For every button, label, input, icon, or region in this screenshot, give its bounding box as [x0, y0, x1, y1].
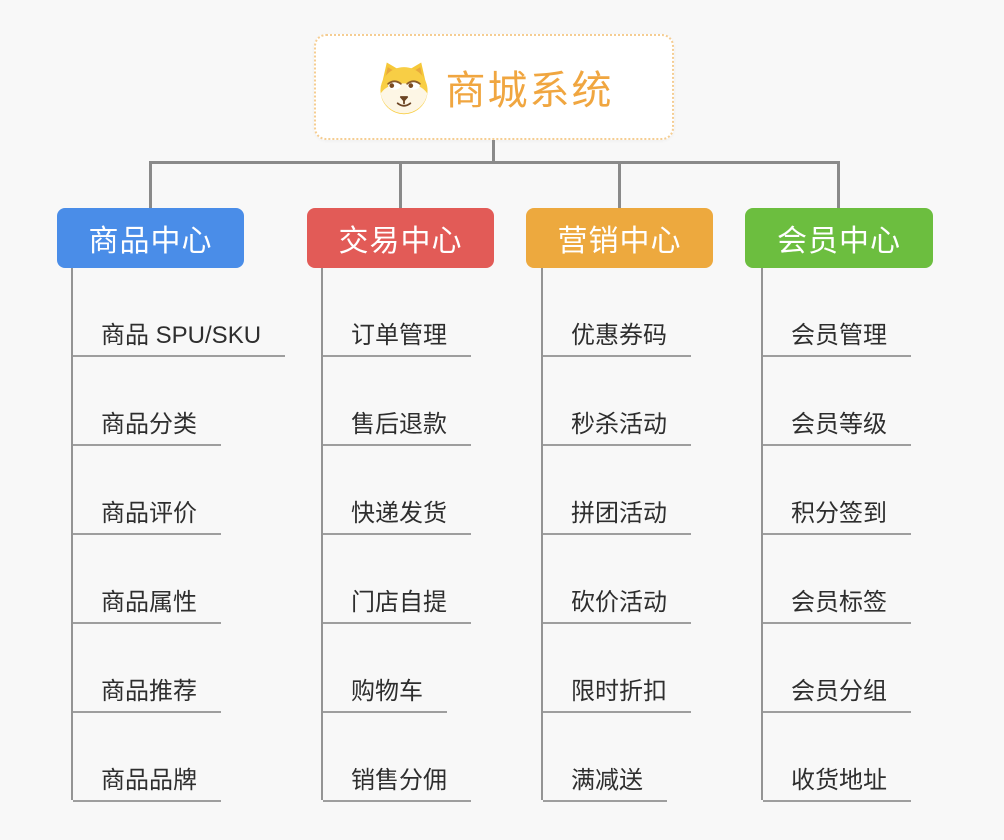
leaf-item[interactable]: 商品推荐: [73, 677, 221, 713]
branch-label: 商品中心: [88, 225, 213, 258]
leaf-item[interactable]: 砍价活动: [543, 588, 691, 624]
leaf-item[interactable]: 优惠券码: [543, 321, 691, 357]
dog-face-icon: [375, 58, 433, 116]
leaf-item[interactable]: 商品品牌: [73, 766, 221, 802]
leaf-item[interactable]: 订单管理: [323, 321, 471, 357]
leaf-item[interactable]: 商品属性: [73, 588, 221, 624]
leaf-item[interactable]: 购物车: [323, 677, 447, 713]
connector-horizontal: [149, 161, 840, 164]
connector-drop-trade: [399, 161, 402, 208]
leaf-item[interactable]: 商品 SPU/SKU: [73, 321, 286, 357]
root-title: 商城系统: [445, 69, 614, 113]
leaf-item[interactable]: 销售分佣: [323, 766, 471, 802]
leaf-item[interactable]: 会员等级: [763, 410, 911, 446]
leaf-item[interactable]: 快递发货: [323, 499, 471, 535]
leaf-item[interactable]: 会员标签: [763, 588, 911, 624]
branch-label: 营销中心: [557, 225, 682, 258]
branch-label: 交易中心: [338, 225, 463, 258]
leaf-column-product-center: 商品 SPU/SKU 商品分类 商品评价 商品属性 商品推荐 商品品牌: [71, 268, 286, 802]
branch-node-member-center[interactable]: 会员中心: [745, 208, 933, 268]
connector-drop-member: [837, 161, 840, 208]
connector-drop-product: [149, 161, 152, 208]
leaf-item[interactable]: 商品评价: [73, 499, 221, 535]
connector-root-stem: [492, 140, 495, 163]
branch-node-product-center[interactable]: 商品中心: [57, 208, 244, 268]
branch-node-marketing-center[interactable]: 营销中心: [526, 208, 713, 268]
leaf-item[interactable]: 收货地址: [763, 766, 911, 802]
connector-drop-marketing: [618, 161, 621, 208]
leaf-item[interactable]: 会员分组: [763, 677, 911, 713]
leaf-column-trade-center: 订单管理 售后退款 快递发货 门店自提 购物车 销售分佣: [321, 268, 471, 802]
leaf-item[interactable]: 商品分类: [73, 410, 221, 446]
leaf-item[interactable]: 会员管理: [763, 321, 911, 357]
root-node-mall-system[interactable]: 商城系统: [314, 34, 674, 140]
leaf-column-marketing-center: 优惠券码 秒杀活动 拼团活动 砍价活动 限时折扣 满减送: [541, 268, 691, 802]
leaf-item[interactable]: 限时折扣: [543, 677, 691, 713]
leaf-item[interactable]: 积分签到: [763, 499, 911, 535]
leaf-item[interactable]: 门店自提: [323, 588, 471, 624]
leaf-item[interactable]: 售后退款: [323, 410, 471, 446]
leaf-column-member-center: 会员管理 会员等级 积分签到 会员标签 会员分组 收货地址: [761, 268, 911, 802]
leaf-item[interactable]: 拼团活动: [543, 499, 691, 535]
branch-node-trade-center[interactable]: 交易中心: [307, 208, 494, 268]
leaf-item[interactable]: 满减送: [543, 766, 667, 802]
leaf-item[interactable]: 秒杀活动: [543, 410, 691, 446]
branch-label: 会员中心: [777, 225, 901, 258]
